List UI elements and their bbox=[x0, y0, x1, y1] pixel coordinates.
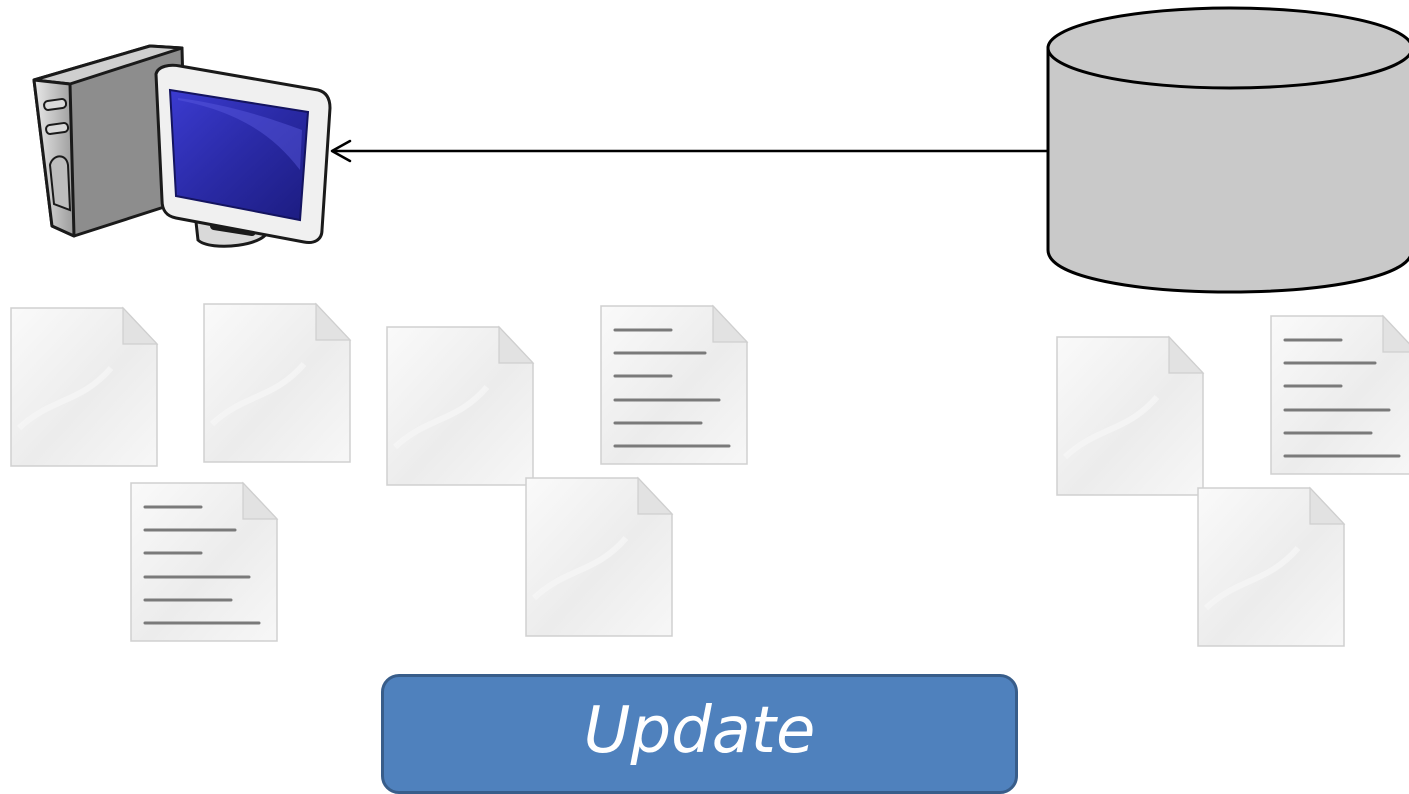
document-blank-icon bbox=[11, 308, 157, 466]
database-cylinder-icon bbox=[1046, 6, 1409, 294]
document-blank-icon bbox=[387, 327, 533, 485]
document-text-icon bbox=[1269, 314, 1409, 476]
computer-tower bbox=[32, 44, 188, 238]
documents-right-group bbox=[1057, 314, 1409, 646]
document-blank-icon bbox=[1198, 488, 1344, 646]
update-button-label: Update bbox=[583, 694, 816, 768]
arrow-database-to-computer bbox=[330, 139, 1050, 163]
documents-left-group bbox=[11, 304, 749, 643]
document-blank-icon bbox=[1057, 337, 1203, 495]
document-text-icon bbox=[129, 481, 279, 643]
update-button[interactable]: Update bbox=[381, 674, 1018, 794]
document-text-icon bbox=[599, 304, 749, 466]
document-blank-icon bbox=[204, 304, 350, 462]
desktop-computer-icon bbox=[32, 44, 332, 248]
document-blank-icon bbox=[526, 478, 672, 636]
